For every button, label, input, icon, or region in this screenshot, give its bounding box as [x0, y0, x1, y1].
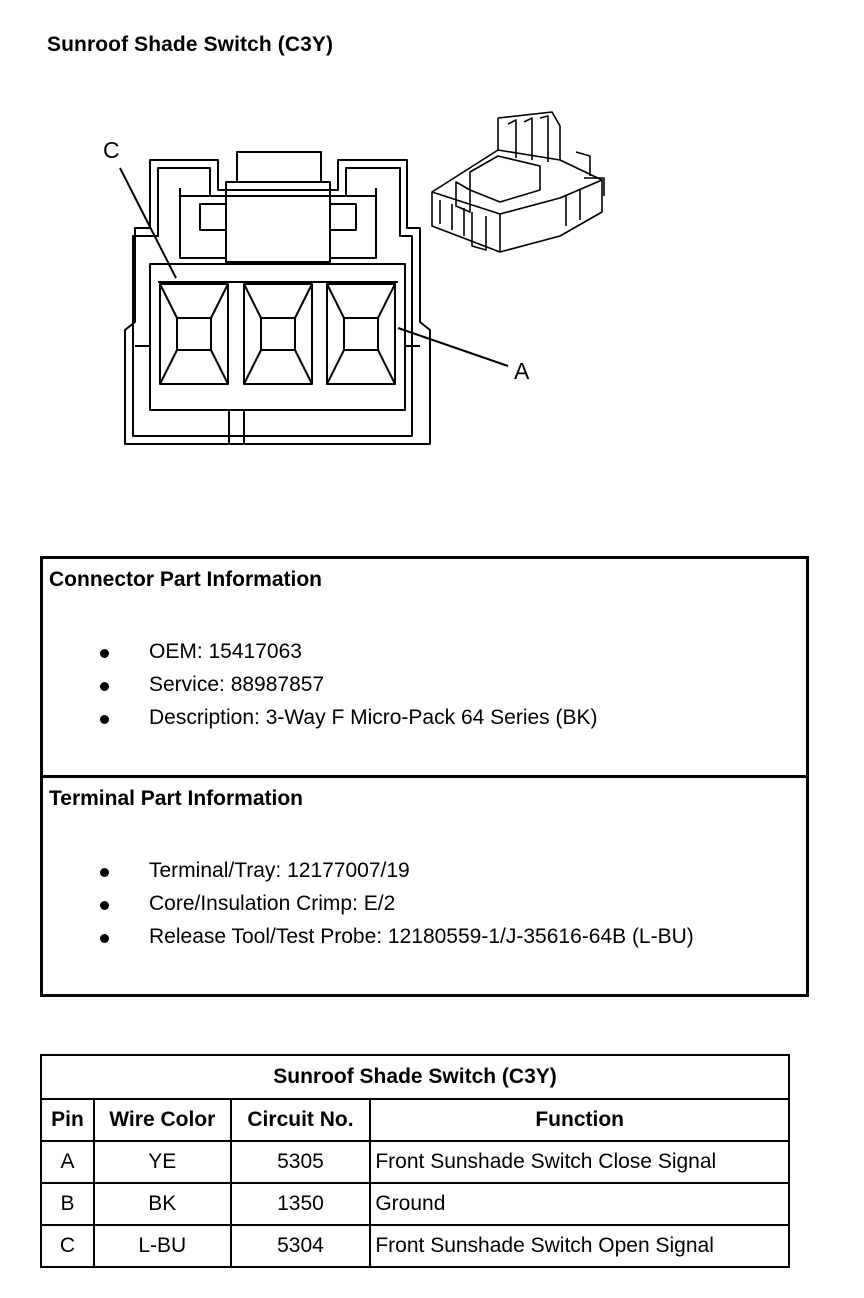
circuit-no-cell: 1350: [229, 1182, 372, 1226]
table-header-row: Pin Wire Color Circuit No. Function: [40, 1098, 790, 1142]
connector-latch: [179, 151, 377, 263]
table-row: A YE 5305 Front Sunshade Switch Close Si…: [40, 1140, 790, 1184]
connector-diagram: [119, 111, 605, 445]
function-cell: Ground: [369, 1182, 790, 1226]
column-header-circuit-no: Circuit No.: [229, 1098, 372, 1142]
connector-isometric-view: [431, 111, 605, 253]
terminal-cavity: [243, 283, 313, 385]
bullet-icon: [100, 682, 109, 691]
terminal-cavity: [159, 283, 229, 385]
leader-line-a: [397, 327, 509, 367]
bullet-icon: [100, 868, 109, 877]
bullet-icon: [100, 934, 109, 943]
part-information-box: Connector Part Information OEM: 15417063…: [40, 556, 809, 997]
section-title: Connector Part Information: [49, 568, 323, 591]
table-caption: Sunroof Shade Switch (C3Y): [40, 1054, 790, 1100]
bullet-icon: [100, 901, 109, 910]
connector-body-outline: [124, 159, 431, 445]
table-caption-row: Sunroof Shade Switch (C3Y): [40, 1054, 790, 1100]
bullet-icon: [100, 649, 109, 658]
column-header-wire-color: Wire Color: [92, 1098, 232, 1142]
section-title: Terminal Part Information: [49, 787, 303, 810]
circuit-no-cell: 5305: [229, 1140, 372, 1184]
wire-color-cell: L-BU: [92, 1224, 232, 1268]
pin-cell: B: [40, 1182, 95, 1226]
pin-cell: C: [40, 1224, 95, 1268]
column-header-function: Function: [369, 1098, 790, 1142]
bullet-icon: [100, 715, 109, 724]
column-header-pin: Pin: [40, 1098, 95, 1142]
table-row: C L-BU 5304 Front Sunshade Switch Open S…: [40, 1224, 790, 1268]
page-title: Sunroof Shade Switch (C3Y): [47, 33, 334, 56]
connector-part-information: Connector Part Information OEM: 15417063…: [43, 559, 806, 778]
leader-line-c: [119, 167, 177, 279]
wire-color-cell: YE: [92, 1140, 232, 1184]
table-row: B BK 1350 Ground: [40, 1182, 790, 1226]
callout-label-a: A: [514, 358, 530, 384]
function-cell: Front Sunshade Switch Close Signal: [369, 1140, 790, 1184]
callout-label-c: C: [103, 137, 120, 163]
wire-color-cell: BK: [92, 1182, 232, 1226]
function-cell: Front Sunshade Switch Open Signal: [369, 1224, 790, 1268]
terminal-cavity: [326, 283, 396, 385]
cavity-frame: [135, 263, 420, 444]
pin-cell: A: [40, 1140, 95, 1184]
terminal-part-information: Terminal Part Information Terminal/Tray:…: [49, 787, 694, 948]
circuit-no-cell: 5304: [229, 1224, 372, 1268]
pin-table: Sunroof Shade Switch (C3Y) Pin Wire Colo…: [40, 1054, 790, 1268]
